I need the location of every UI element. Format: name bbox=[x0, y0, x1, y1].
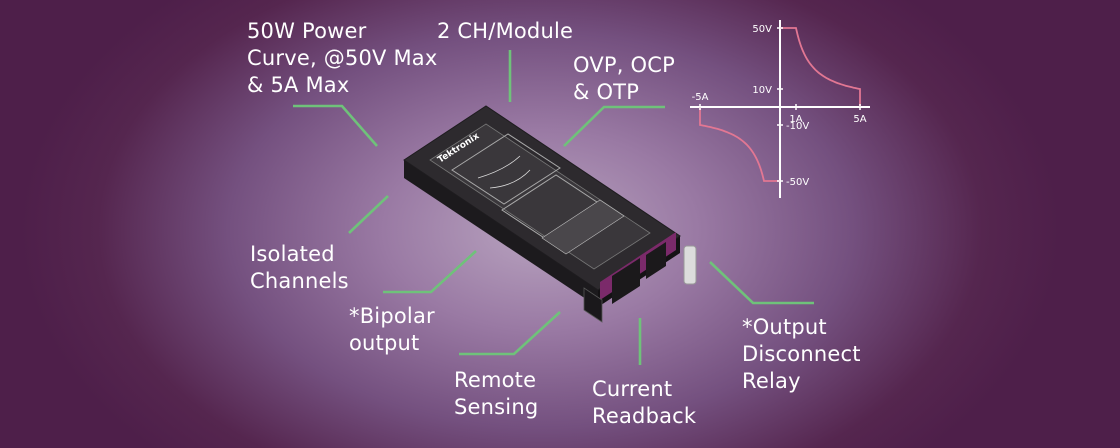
module-handle bbox=[683, 245, 697, 285]
power-module: Tektronix bbox=[403, 105, 697, 323]
label-bipolar-output: *Bipolar output bbox=[349, 304, 435, 355]
leader-remote-sensing bbox=[459, 311, 561, 356]
label-power-curve: 50W Power Curve, @50V Max & 5A Max bbox=[247, 19, 438, 97]
chart-series-line-1 bbox=[780, 27, 861, 107]
chart-y-tick-label: 10V bbox=[752, 85, 772, 96]
chart-y-tick-label: -10V bbox=[786, 121, 809, 132]
chart-x-tick-label: 1A bbox=[789, 114, 802, 125]
label-current-readback: Current Readback bbox=[592, 377, 697, 428]
chart-y-tick-label: -50V bbox=[786, 177, 809, 188]
power-curve-chart: -5A 1A 5A 50V 10V -10V -50V bbox=[690, 20, 870, 198]
chart-x-tick-label: 5A bbox=[853, 114, 866, 125]
leader-power-curve bbox=[293, 104, 378, 147]
leader-isolated bbox=[348, 195, 389, 234]
chart-series-line-2 bbox=[699, 107, 780, 182]
label-channels-per-module: 2 CH/Module bbox=[437, 19, 574, 43]
label-output-disconnect: *Output Disconnect Relay bbox=[742, 315, 861, 393]
label-protections: OVP, OCP & OTP bbox=[573, 53, 675, 104]
leader-bipolar bbox=[383, 250, 477, 294]
chart-y-tick-label: 50V bbox=[752, 24, 772, 35]
chart-x-tick-label: -5A bbox=[692, 92, 709, 103]
leader-protections bbox=[563, 105, 665, 147]
label-remote-sensing: Remote Sensing bbox=[454, 368, 539, 419]
label-isolated-channels: Isolated Channels bbox=[250, 242, 349, 293]
leader-output-disconnect bbox=[709, 261, 814, 305]
